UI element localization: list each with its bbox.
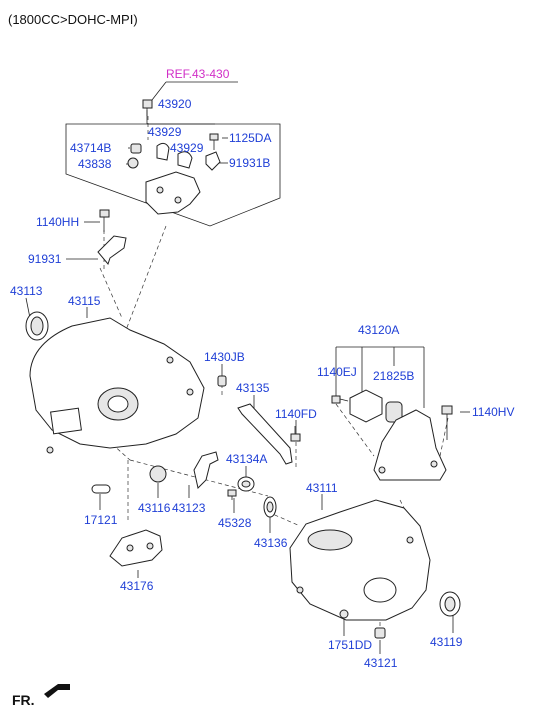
bracket-43176-icon [109, 529, 163, 567]
label-1140fd: 1140FD [275, 407, 317, 421]
label-43135: 43135 [236, 381, 270, 395]
label-43929b: 43929 [170, 141, 204, 155]
bracket-91931-icon [97, 235, 127, 266]
plug-43121-icon [374, 627, 386, 639]
transaxle-housing-43115-icon [29, 317, 205, 454]
lever-43135-icon [237, 403, 293, 465]
label-43134a: 43134A [226, 452, 267, 466]
bolt-45328-icon [227, 489, 237, 500]
label-43929a: 43929 [148, 125, 182, 139]
label-1140ej: 1140EJ [317, 365, 357, 379]
front-direction-label: FR. [12, 692, 35, 708]
seal-43113-icon [25, 311, 49, 341]
washer-43838-icon [127, 157, 139, 169]
label-45328: 45328 [218, 516, 252, 530]
label-43714b: 43714B [70, 141, 111, 155]
bolt-1140fd-icon [290, 426, 301, 442]
pin-1430jb-icon [217, 375, 227, 387]
bushing-43714b-icon [130, 143, 142, 154]
plate-43136-icon [263, 496, 277, 518]
label-43838: 43838 [78, 157, 112, 171]
label-43121: 43121 [364, 656, 398, 670]
clip-43929a-icon [156, 142, 170, 161]
label-43111: 43111 [306, 481, 338, 495]
label-43176: 43176 [120, 579, 154, 593]
label-1125da: 1125DA [229, 131, 271, 145]
engine-spec-header: (1800CC>DOHC-MPI) [8, 12, 138, 27]
label-1140hv: 1140HV [472, 405, 514, 419]
washer-43116-icon [149, 465, 167, 483]
leader-lines [25, 81, 470, 654]
shift-bracket-frame [65, 123, 281, 227]
label-1751dd: 1751DD [328, 638, 372, 652]
clip-17121-icon [91, 484, 111, 494]
label-43116: 43116 [138, 501, 171, 515]
label-43920: 43920 [158, 97, 192, 111]
label-91931: 91931 [28, 252, 62, 266]
mount-43120a-icon [373, 409, 447, 481]
label-43115: 43115 [68, 294, 101, 308]
ref-label[interactable]: REF.43-430 [166, 67, 230, 81]
label-43113: 43113 [10, 284, 43, 298]
clip-91931b-icon [205, 151, 221, 171]
bolt-1140hh-icon [99, 209, 110, 232]
cable-bracket-43123-icon [193, 451, 219, 489]
front-arrow-icon [44, 684, 70, 698]
bolt-1140hv-icon [441, 405, 453, 440]
shift-bracket-icon [145, 171, 201, 215]
stopper-21825b-icon [385, 401, 403, 423]
seal-43134a-icon [237, 476, 255, 492]
label-43119: 43119 [430, 635, 463, 649]
label-1430jb: 1430JB [204, 350, 245, 364]
label-21825b: 21825B [373, 369, 414, 383]
bolt-1140ej-icon [331, 395, 349, 404]
mount-bracket-icon [349, 389, 383, 423]
clip-43929b-icon [177, 151, 193, 169]
label-43136: 43136 [254, 536, 288, 550]
plug-1751dd-icon [339, 609, 349, 619]
label-1140hh: 1140HH [36, 215, 79, 229]
ref-bolt-icon [142, 99, 153, 116]
label-43123: 43123 [172, 501, 206, 515]
label-43120a: 43120A [358, 323, 399, 337]
label-17121: 17121 [84, 513, 118, 527]
bolt-1125da-icon [209, 133, 219, 150]
transaxle-case-43111-icon [289, 499, 431, 621]
seal-43119-icon [439, 591, 461, 617]
label-91931b: 91931B [229, 156, 270, 170]
